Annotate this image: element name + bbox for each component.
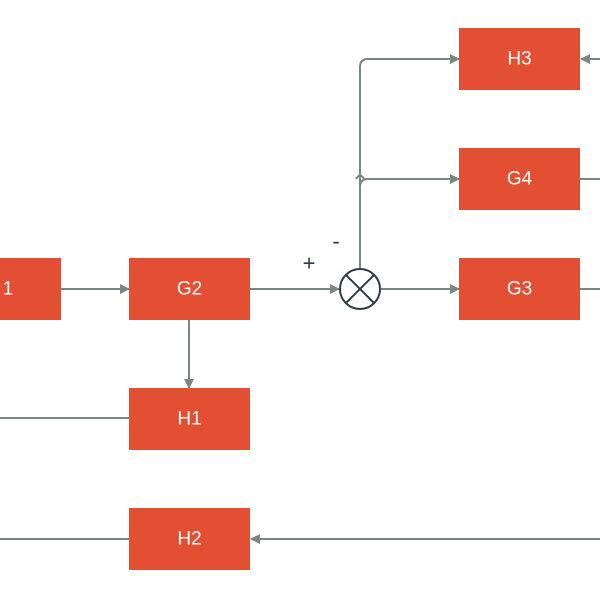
block-g4-label: G4 [507, 169, 533, 190]
block-h2-box [129, 508, 250, 570]
block-h1[interactable]: H1 [129, 388, 250, 450]
block-g2-box [129, 258, 250, 320]
block-g4[interactable]: G4 [459, 148, 580, 210]
summing-junction: + - [303, 229, 381, 310]
wire-branch-to-g4 [359, 174, 460, 188]
block-g4-box [459, 148, 580, 210]
block-h3-box [459, 28, 580, 90]
block-h1-label: H1 [177, 409, 201, 430]
block-h2[interactable]: H2 [129, 508, 250, 570]
block-g2[interactable]: G2 [129, 258, 250, 320]
connections [0, 54, 600, 544]
block-h3-label: H3 [507, 49, 531, 70]
wire-branch-hop [355, 174, 365, 180]
junction-minus-sign: - [332, 229, 339, 254]
block-g3-box [459, 258, 580, 320]
block-h2-label: H2 [177, 529, 201, 550]
wire-junction-to-h3 [359, 54, 460, 268]
block-g3[interactable]: G3 [459, 258, 580, 320]
block-g1-box [0, 258, 61, 320]
block-h1-box [129, 388, 250, 450]
block-g3-label: G3 [507, 279, 532, 300]
block-g1[interactable]: 1 [0, 258, 61, 320]
block-g1-label: 1 [3, 279, 14, 300]
junction-cross-line-b [345, 274, 375, 304]
junction-plus-sign: + [303, 251, 316, 276]
block-h3[interactable]: H3 [459, 28, 580, 90]
block-g2-label: G2 [177, 279, 202, 300]
